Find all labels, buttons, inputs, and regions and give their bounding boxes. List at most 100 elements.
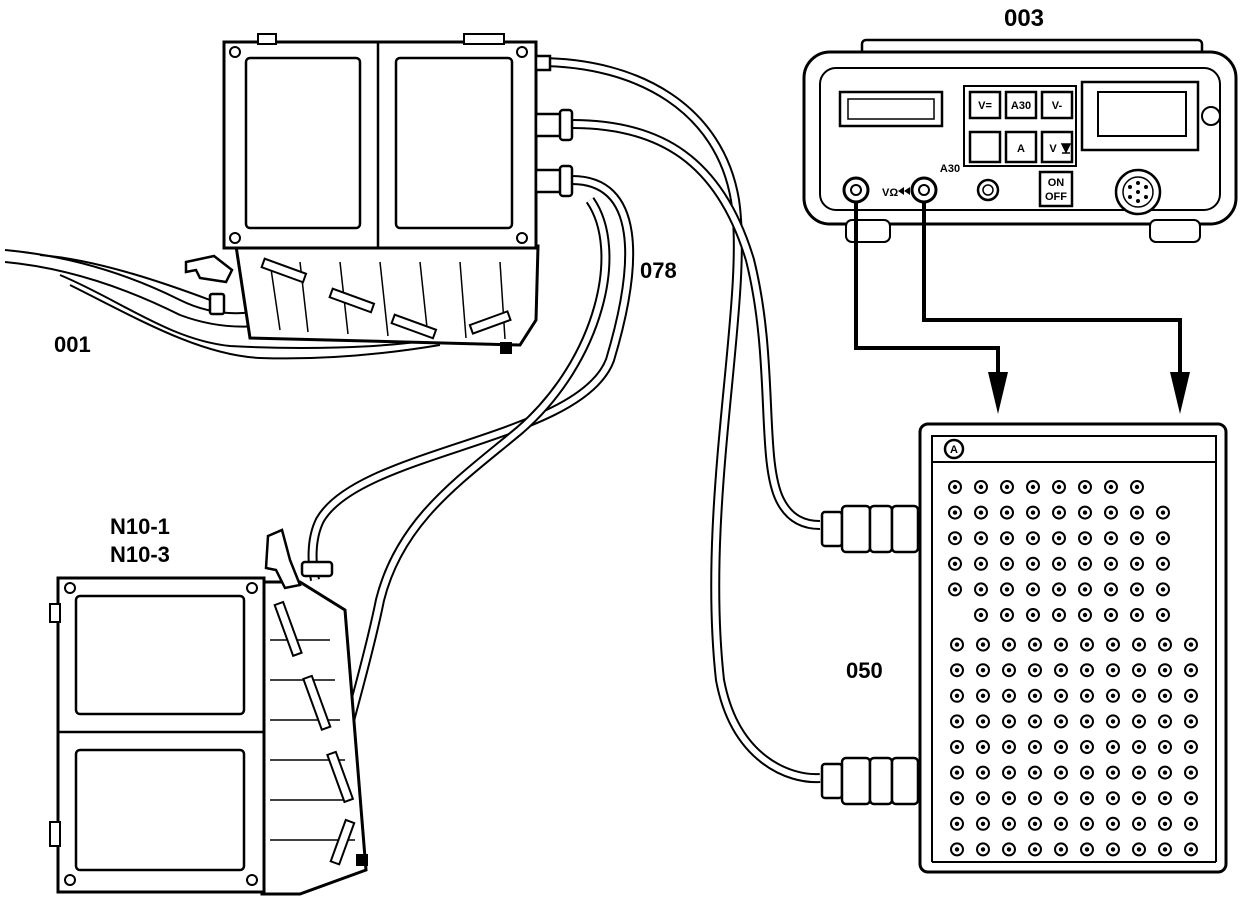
control-module-top [184,33,574,354]
socket-pin-icon [952,587,958,592]
socket-grid [948,480,1198,857]
socket-pin-icon [1134,510,1140,515]
label-module-top: 001 [54,332,91,357]
socket-pin-icon [954,744,960,750]
socket-pin-icon [980,719,986,724]
socket-pin-icon [1136,719,1142,724]
socket-pin-icon [954,821,960,826]
socket-pin-icon [1030,587,1036,592]
socket-pin-icon [1058,847,1064,852]
power-button-on-label: ON [1048,177,1065,189]
socket-pin-icon [952,561,958,566]
socket-pin-icon [1030,561,1036,566]
socket-pin-icon [1136,642,1142,647]
socket-pin-icon [1188,719,1194,724]
meter-button-6 [1040,130,1074,164]
socket-pin-icon [980,821,986,826]
socket-pin-icon [1004,561,1010,566]
breakout-box: A [820,422,1228,874]
socket-pin-icon [1006,796,1012,801]
socket-pin-icon [1084,847,1090,852]
socket-pin-icon [1162,770,1168,775]
socket-pin-icon [952,510,958,515]
socket-pin-icon [980,847,986,852]
meter-button-2-label: A30 [1011,100,1031,112]
socket-pin-icon [980,642,986,647]
meter-side-label: A30 [940,163,960,175]
socket-pin-icon [1006,719,1012,724]
socket-pin-icon [1056,612,1062,618]
socket-pin-icon [1162,821,1168,826]
socket-pin-icon [1004,484,1010,490]
socket-pin-icon [1056,587,1062,592]
socket-pin-icon [1188,847,1194,852]
socket-pin-icon [980,796,986,801]
test-cables [307,57,821,784]
socket-pin-icon [1004,510,1010,515]
socket-pin-icon [1058,821,1064,826]
socket-pin-icon [980,770,986,775]
socket-pin-icon [1162,719,1168,724]
socket-pin-icon [1084,821,1090,826]
socket-pin-icon [1006,821,1012,826]
socket-pin-icon [1058,693,1064,698]
socket-pin-icon [1160,536,1166,541]
socket-pin-icon [980,668,986,673]
socket-pin-icon [1134,587,1140,592]
control-module-bottom [49,528,368,896]
socket-pin-icon [1108,484,1114,490]
socket-pin-icon [1108,510,1114,515]
meter-button-5 [1004,130,1038,164]
socket-pin-icon [1084,693,1090,698]
socket-pin-icon [1006,642,1012,647]
socket-pin-icon [980,693,986,698]
probe-leads [854,202,1182,380]
socket-pin-icon [1082,561,1088,566]
socket-pin-icon [1032,693,1038,698]
socket-pin-icon [1108,536,1114,541]
arrow-down-icon [988,372,1008,414]
socket-pin-icon [1110,744,1116,750]
socket-pin-icon [1056,536,1062,541]
socket-pin-icon [978,612,984,618]
socket-pin-icon [1006,693,1012,698]
power-button [1038,170,1074,208]
socket-pin-icon [1136,744,1142,750]
socket-pin-icon [1032,642,1038,647]
socket-pin-icon [1188,744,1194,750]
socket-pin-icon [1006,847,1012,852]
socket-pin-icon [1134,536,1140,541]
breakout-connector-upper [820,504,920,554]
socket-pin-icon [1160,561,1166,566]
meter-button-2 [1004,90,1038,120]
multimeter: V= A30 V- A V ON OFF A30 VΩ [802,38,1238,243]
socket-pin-icon [978,587,984,592]
socket-pin-icon [1162,693,1168,698]
socket-pin-icon [1004,536,1010,541]
socket-pin-icon [1058,770,1064,775]
socket-pin-icon [1188,821,1194,826]
socket-pin-icon [1110,668,1116,673]
meter-button-4 [968,130,1002,164]
socket-pin-icon [1032,744,1038,750]
socket-pin-icon [1136,796,1142,801]
socket-pin-icon [978,484,984,490]
socket-pin-icon [1058,744,1064,750]
socket-pin-icon [1134,484,1140,490]
socket-pin-icon [1162,642,1168,647]
socket-pin-icon [1056,484,1062,490]
socket-pin-icon [1110,693,1116,698]
socket-pin-icon [1004,612,1010,618]
socket-pin-icon [1136,668,1142,673]
socket-pin-icon [1136,693,1142,698]
socket-pin-icon [1030,536,1036,541]
socket-pin-icon [952,484,958,490]
socket-pin-icon [1108,612,1114,618]
socket-pin-icon [954,719,960,724]
label-module-bottom-1: N10-1 [110,514,170,539]
socket-pin-icon [1082,536,1088,541]
socket-pin-icon [1136,770,1142,775]
socket-pin-icon [1110,642,1116,647]
socket-pin-icon [1056,561,1062,566]
